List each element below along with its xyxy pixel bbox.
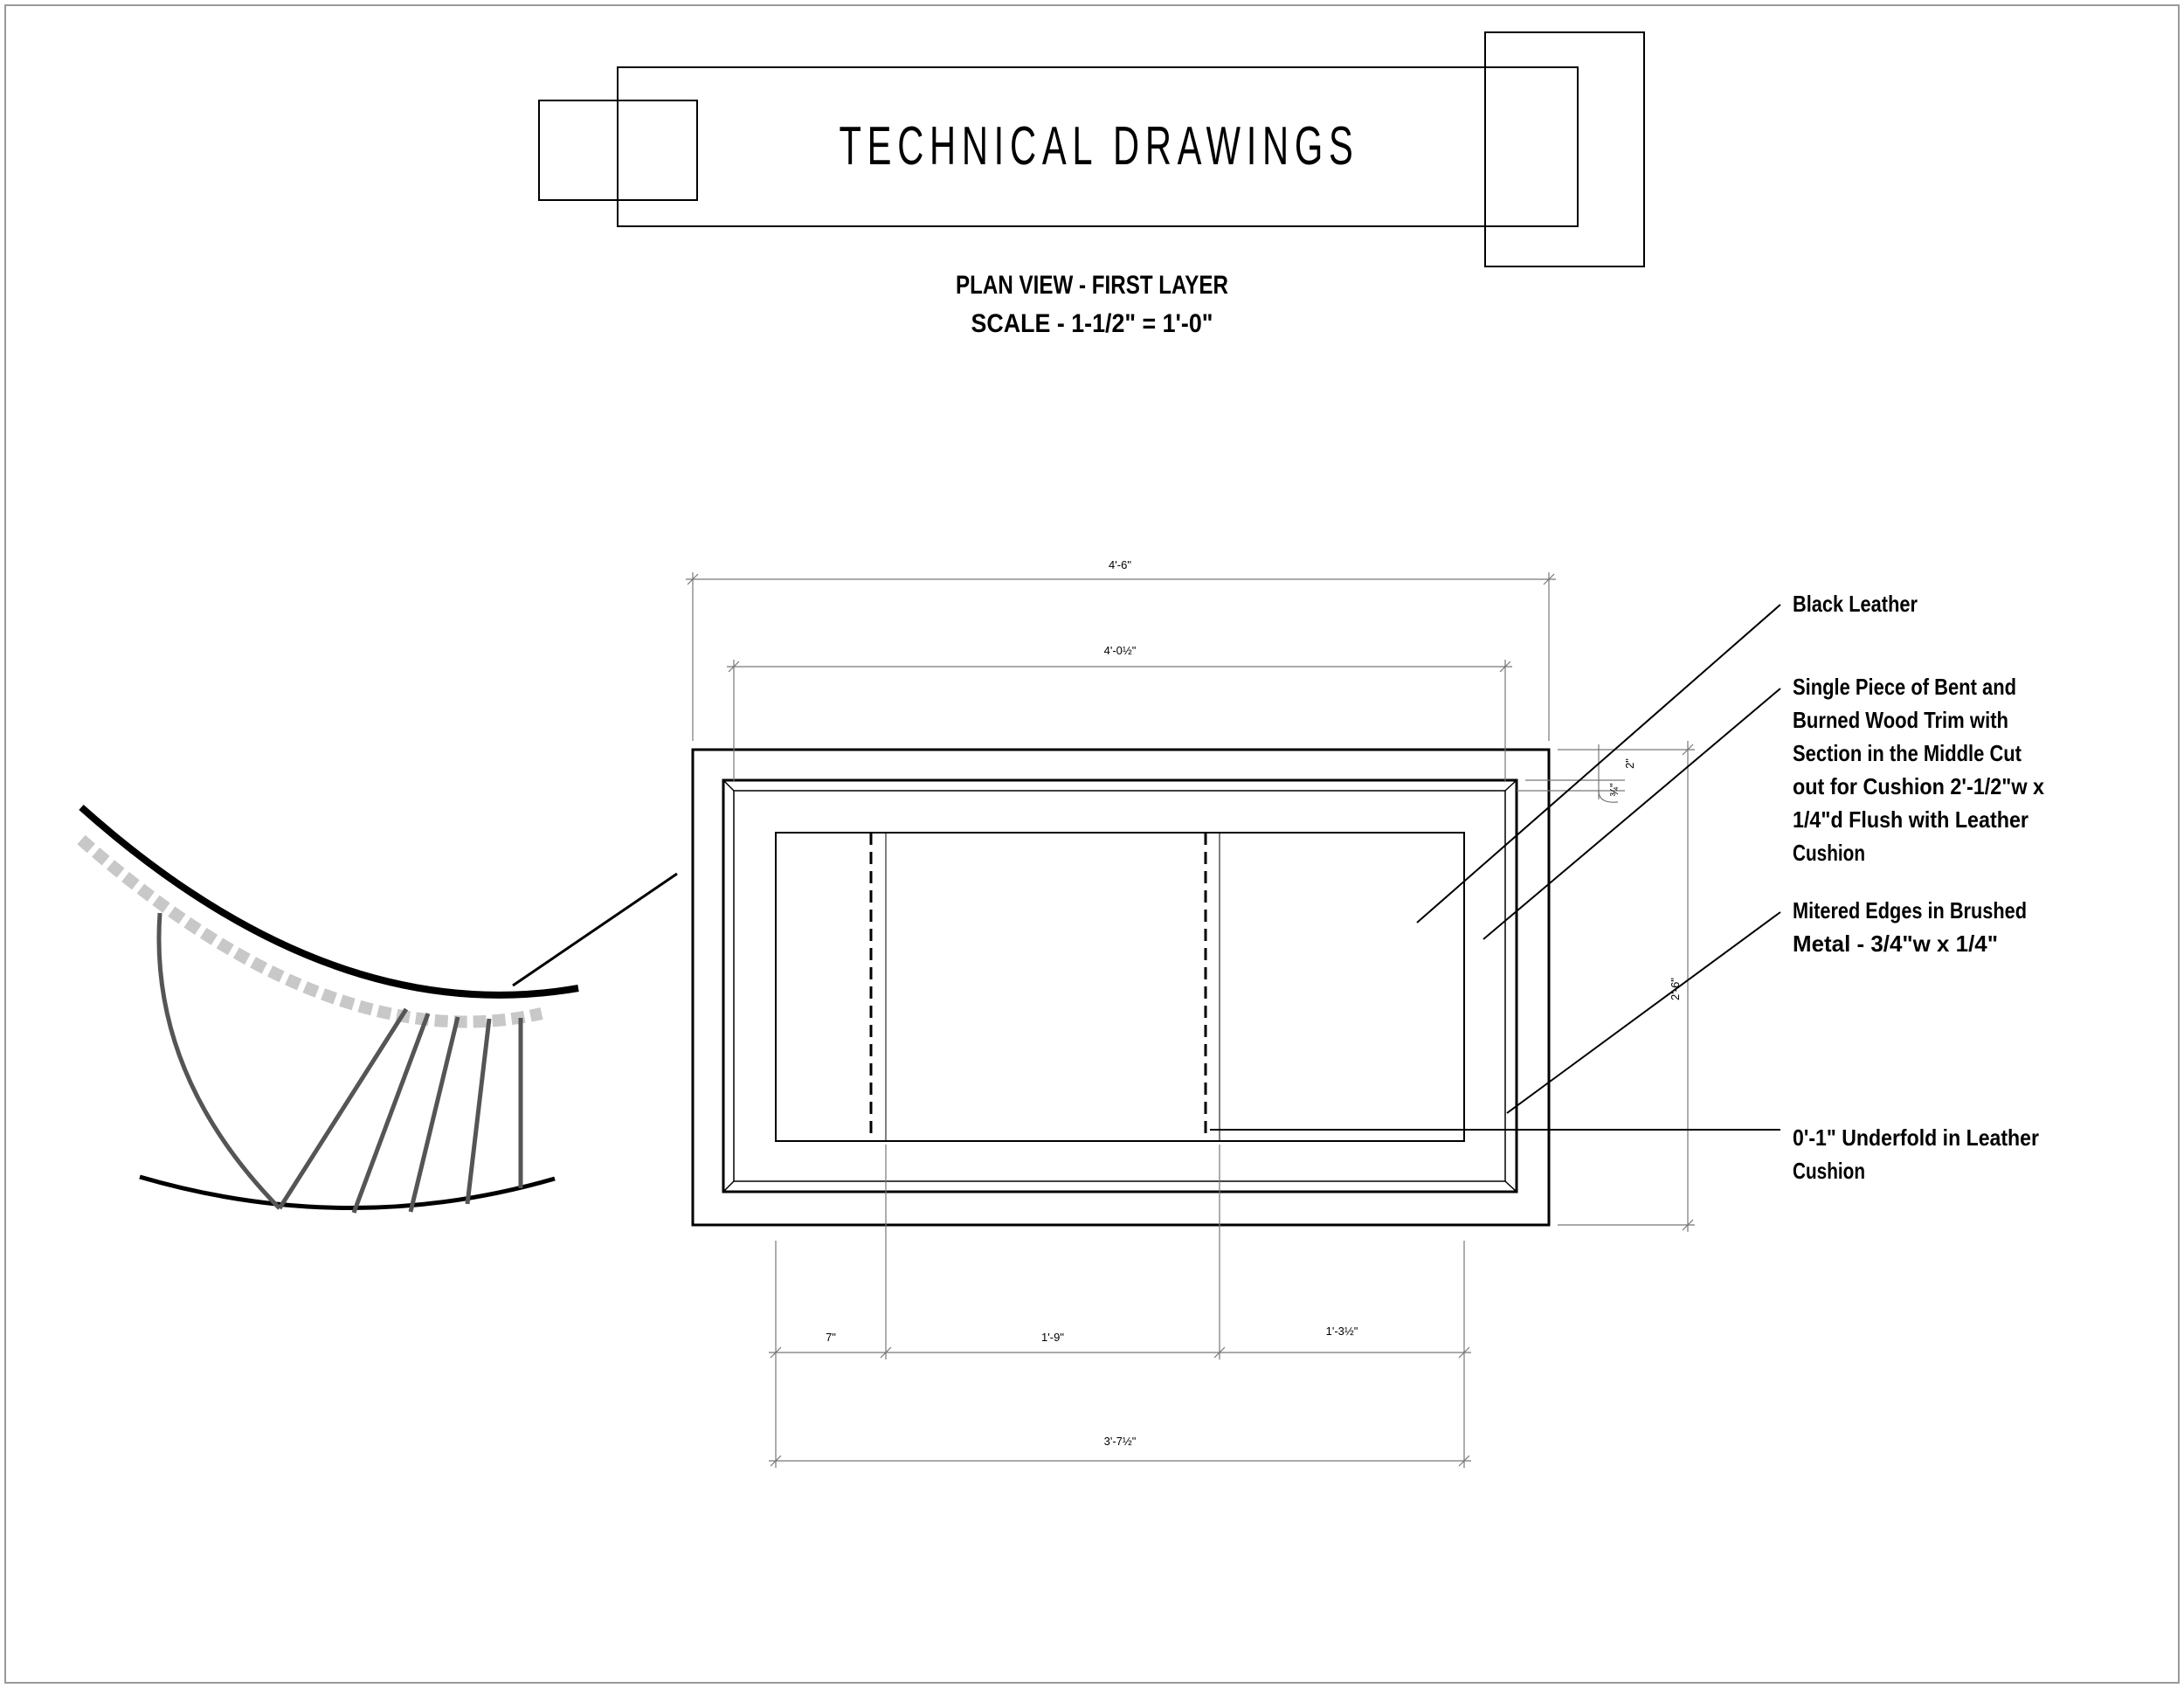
dim-inner-width: 4'-0½" <box>1104 644 1137 657</box>
trim-leader <box>1598 790 1619 803</box>
note-underfold: 0'-1" Underfold in Leather Cushion <box>1793 1124 2039 1184</box>
note-mitered-edges: Mitered Edges in Brushed Metal - 3/4"w x… <box>1793 897 2027 957</box>
tick <box>880 1346 892 1359</box>
tick <box>1458 1455 1470 1467</box>
title-left-square <box>538 100 698 201</box>
tick <box>687 573 699 585</box>
miter-line <box>722 1180 735 1193</box>
note-line: Cushion <box>1793 1158 1865 1184</box>
trim-outer <box>722 778 1518 1193</box>
tick <box>1543 573 1555 585</box>
tick <box>1499 661 1511 673</box>
note-line: out for Cushion 2'-1/2"w x <box>1793 773 2044 799</box>
sketch-leader <box>512 872 678 987</box>
side-elevation-sketch <box>77 805 678 1214</box>
slat <box>277 1007 409 1210</box>
rocker-base <box>139 1174 556 1210</box>
scale-label: SCALE - 1-1/2" = 1'-0" <box>971 309 1213 338</box>
dim-segment-middle: 1'-9" <box>1041 1331 1064 1344</box>
miter-line <box>1504 779 1517 792</box>
note-line: Section in the Middle Cut <box>1793 740 2022 766</box>
dim-cushion-width: 3'-7½" <box>1104 1435 1137 1448</box>
note-line: Cushion <box>1793 840 1865 866</box>
trim-inner <box>733 790 1506 1182</box>
dim-edge-offset: ¾" <box>1607 783 1621 797</box>
slat-curved <box>156 912 281 1210</box>
note-line: 0'-1" Underfold in Leather <box>1793 1124 2039 1151</box>
tick <box>770 1455 782 1467</box>
view-name: PLAN VIEW - FIRST LAYER <box>956 271 1228 300</box>
note-line: Burned Wood Trim with <box>1793 707 2008 733</box>
leader-mitered-edges <box>1506 911 1781 1114</box>
note-black-leather: Black Leather <box>1793 591 1918 617</box>
tick <box>770 1346 782 1359</box>
dim-edge-trim: 2" <box>1623 758 1636 769</box>
plan-view <box>691 748 1551 1227</box>
title-block <box>538 31 1645 267</box>
dim-overall-width: 4'-6" <box>1109 558 1131 571</box>
tick <box>1458 1346 1470 1359</box>
page-border <box>4 4 2180 1684</box>
title-text: TECHNICAL DRAWINGS <box>840 116 1359 176</box>
title-frame <box>617 66 1579 227</box>
note-line: 1/4"d Flush with Leather <box>1793 806 2028 833</box>
note-line: Mitered Edges in Brushed <box>1793 897 2027 924</box>
title-right-square <box>1484 31 1645 267</box>
tick <box>728 661 740 673</box>
tick <box>1213 1346 1226 1359</box>
seat-hatch <box>77 834 543 1028</box>
slat <box>465 1018 492 1205</box>
leader-lines <box>1210 604 1781 1131</box>
miter-lines <box>722 779 1517 1193</box>
miter-line <box>1504 1180 1517 1193</box>
tick <box>1682 744 1694 756</box>
dim-segment-left: 7" <box>826 1331 836 1344</box>
note-wood-trim: Single Piece of Bent and Burned Wood Tri… <box>1793 674 2044 866</box>
dimension-lines <box>686 572 1695 1468</box>
miter-line <box>722 779 735 792</box>
dim-segment-right: 1'-3½" <box>1326 1325 1358 1338</box>
cushion <box>775 832 1465 1142</box>
leader-black-leather <box>1416 604 1781 924</box>
seat-curve <box>79 805 579 999</box>
leader-wood-trim <box>1482 688 1781 940</box>
note-line: Metal - 3/4"w x 1/4" <box>1793 930 1998 957</box>
note-line: Single Piece of Bent and <box>1793 674 2016 700</box>
slats <box>156 912 523 1214</box>
slat <box>408 1016 460 1213</box>
outer-frame <box>691 748 1551 1227</box>
slat <box>351 1013 431 1214</box>
note-line: Black Leather <box>1793 591 1918 617</box>
tick <box>1682 1219 1694 1231</box>
